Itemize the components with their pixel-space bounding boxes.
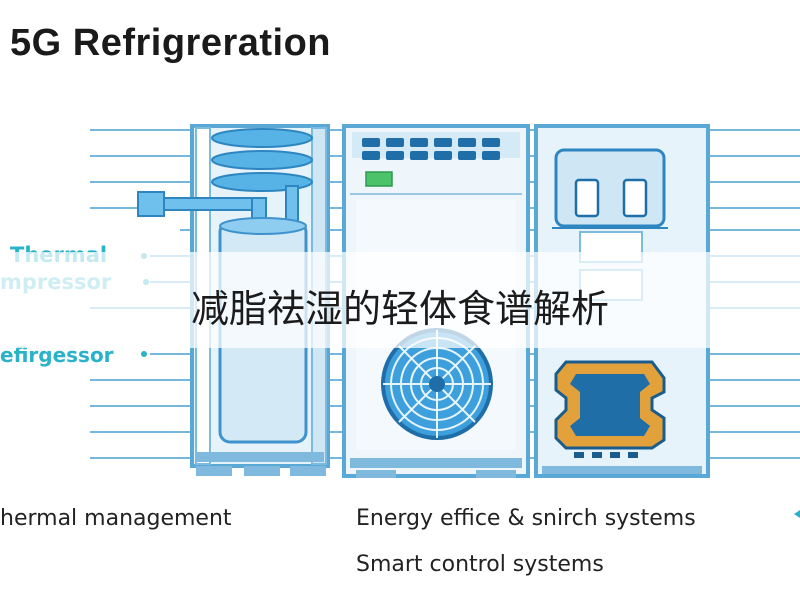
vent-slots bbox=[362, 138, 500, 160]
label-energy-systems: Energy effice & snirch systems bbox=[356, 506, 696, 531]
pipe bbox=[137, 185, 299, 231]
status-indicator bbox=[365, 171, 393, 187]
switch-icon bbox=[574, 178, 648, 218]
label-thermal-management: hermal management bbox=[0, 506, 232, 531]
label-smart-control: Smart control systems bbox=[356, 552, 604, 577]
cabinet-feet bbox=[542, 466, 702, 474]
diagram-title: 5G Refrigreration bbox=[10, 22, 332, 64]
cabinet-feet bbox=[350, 458, 522, 478]
cabinet-feet bbox=[196, 452, 326, 476]
fan-icon bbox=[381, 328, 493, 440]
caption-overlay-text: 减脂祛湿的轻体食谱解析 bbox=[190, 287, 609, 331]
cooling-coil-icon bbox=[211, 128, 313, 192]
circuit-chip-icon bbox=[554, 360, 666, 458]
caption-overlay-band bbox=[0, 252, 800, 348]
